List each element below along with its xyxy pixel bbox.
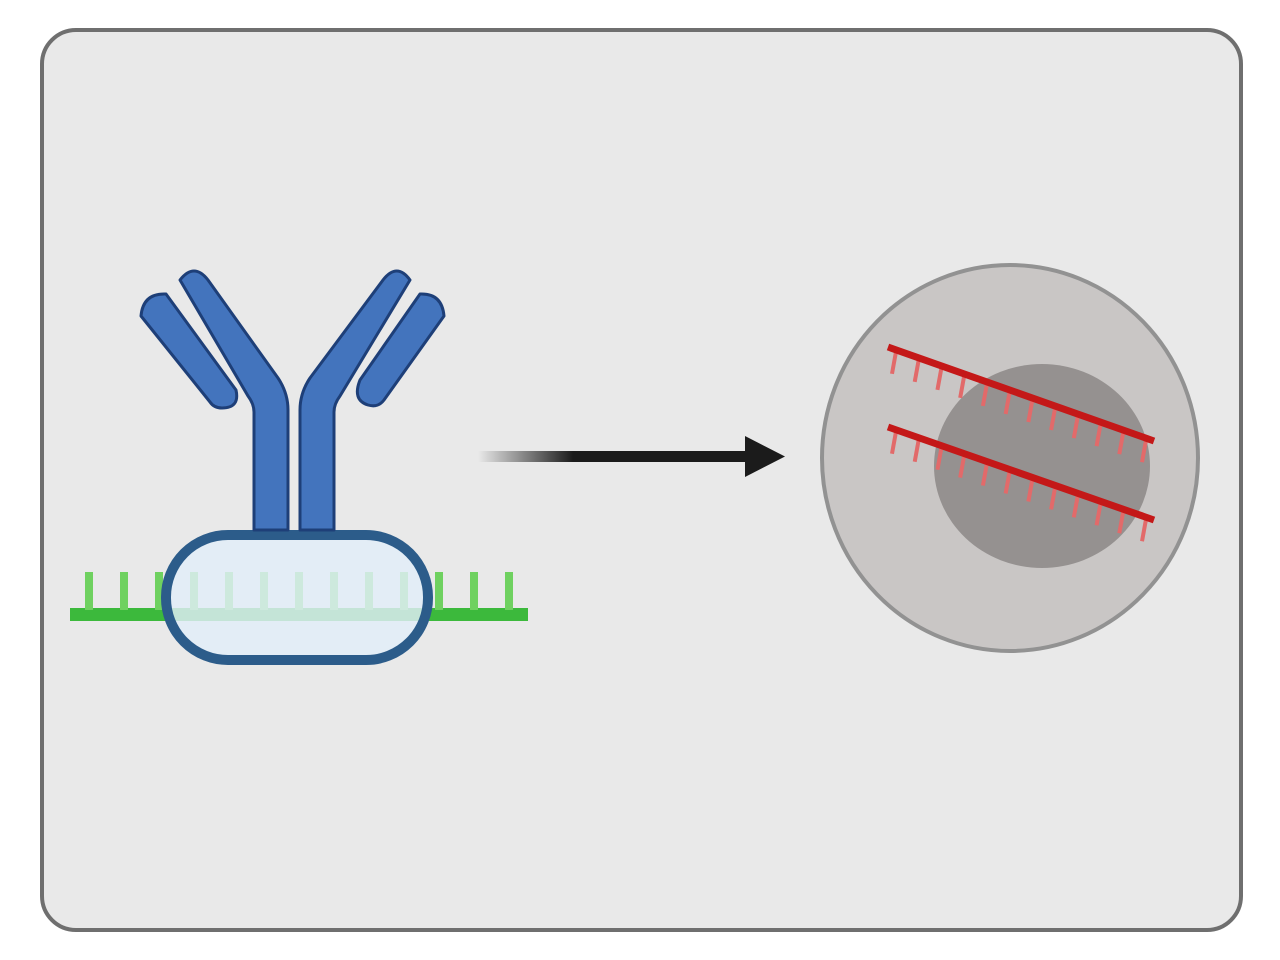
probe-tick [1003, 471, 1012, 494]
arrow-right-icon [478, 436, 785, 477]
dna-tick [505, 572, 513, 610]
probe-tick [1003, 391, 1012, 415]
probe-tick [958, 375, 967, 399]
conjugate-group [70, 269, 528, 665]
dna-tick [120, 572, 128, 610]
probe-tick [1094, 502, 1103, 526]
antibody-icon [139, 269, 446, 532]
antibody-heavy-chain-right [298, 269, 412, 532]
probe-tick [890, 351, 898, 375]
cell-icon [820, 263, 1200, 653]
probe-tick [980, 463, 989, 486]
arrow-shaft [478, 451, 750, 462]
rna-probe-icon [886, 343, 1156, 542]
probe-tick [935, 367, 944, 391]
probe-tick [1094, 423, 1103, 447]
probe-backbone [886, 423, 1156, 524]
probe-tick [958, 455, 967, 478]
arrow-head [745, 436, 785, 477]
dna-tick [435, 572, 443, 610]
probe-tick [1071, 415, 1080, 439]
rna-probe-strand [886, 343, 1156, 463]
rna-probe-strand [886, 423, 1156, 542]
dna-tick [155, 572, 163, 610]
probe-tick [980, 383, 989, 407]
probe-tick [1140, 518, 1148, 542]
probe-tick [1026, 479, 1035, 502]
probe-tick [1049, 407, 1058, 431]
nucleus [934, 364, 1150, 568]
probe-tick [935, 447, 944, 471]
probe-tick [912, 359, 921, 383]
probe-tick [1117, 510, 1126, 534]
antibody-heavy-chain-left [178, 269, 290, 532]
probe-tick [1140, 439, 1148, 463]
probe-tick [1117, 431, 1126, 455]
capsule-icon [161, 530, 433, 665]
probe-tick [890, 431, 898, 455]
probe-tick [912, 439, 921, 463]
dna-tick [85, 572, 93, 610]
panel [40, 28, 1243, 932]
antibody-light-chain-right [355, 292, 446, 408]
dna-tick [470, 572, 478, 610]
probe-backbone [886, 343, 1156, 445]
antibody-light-chain-left [139, 292, 239, 410]
probe-tick [1071, 495, 1080, 518]
probe-tick [1049, 487, 1058, 510]
probe-tick [1026, 399, 1035, 423]
